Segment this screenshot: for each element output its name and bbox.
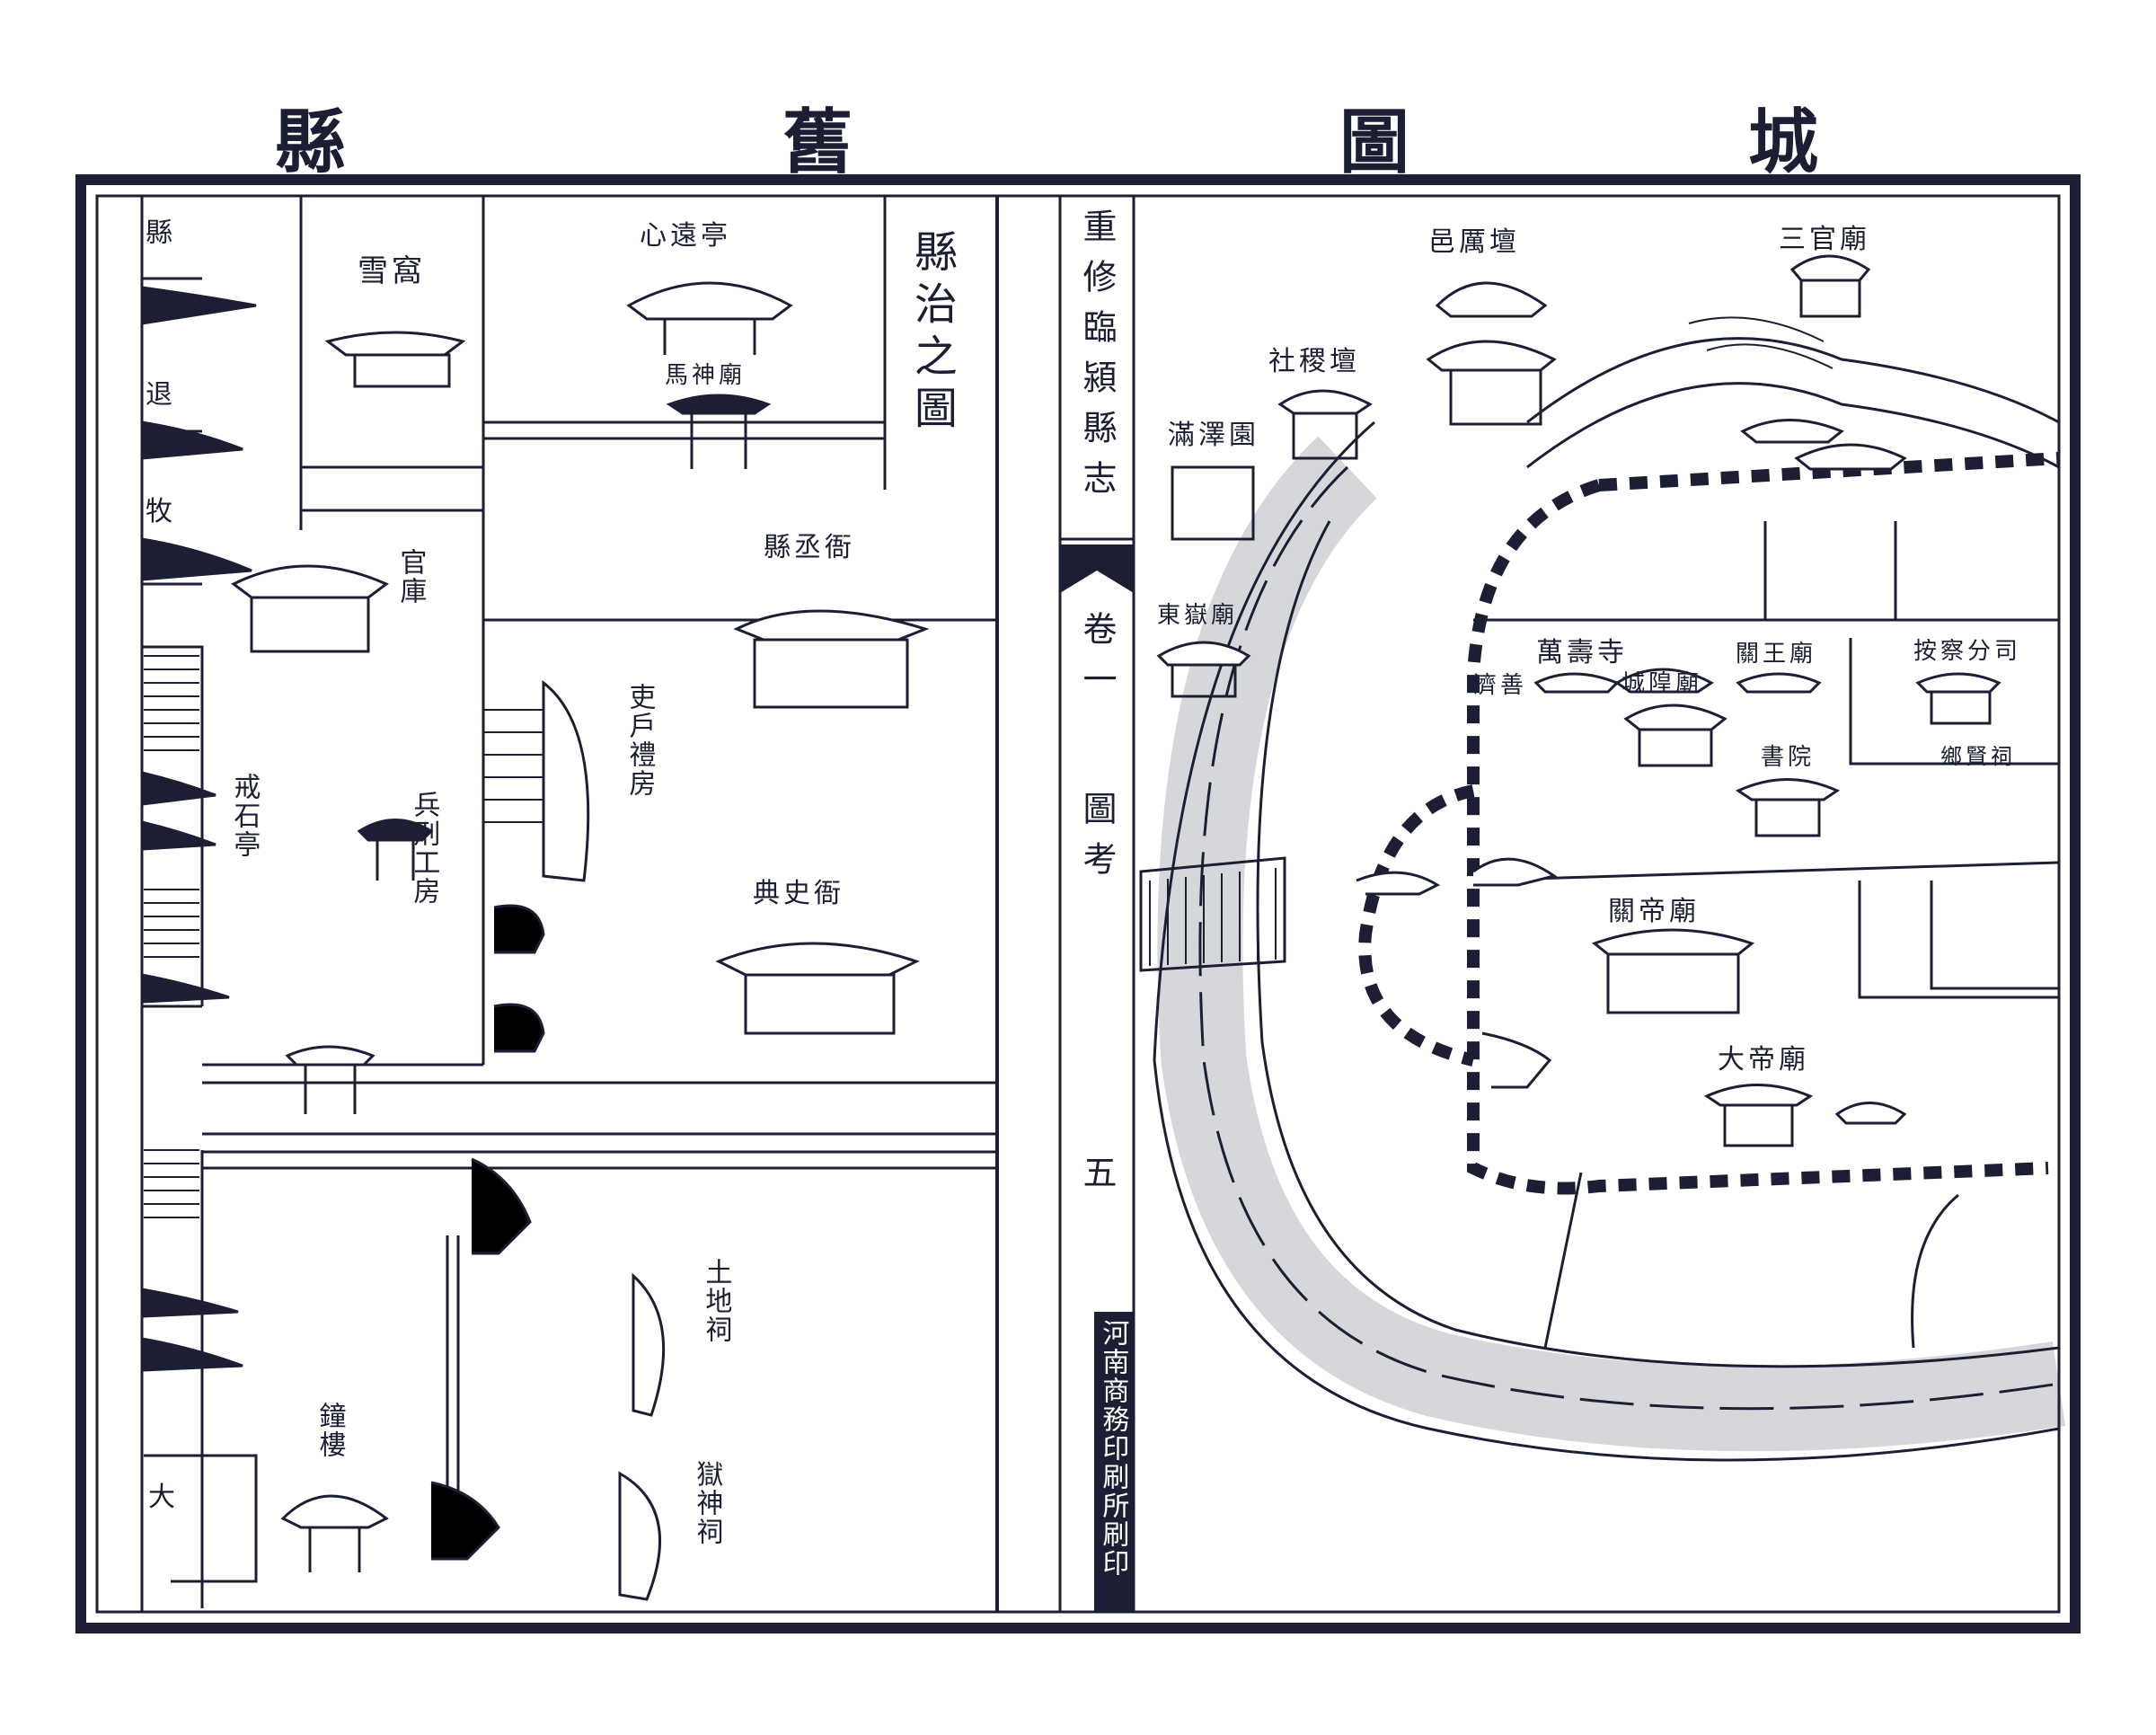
inner-border [95,194,2061,1614]
label-an-cha-si: 按察分司 [1913,638,2022,665]
map-title-char-1: 城 [1747,102,1818,183]
label-li-hu-fang: 吏戶禮房 [623,683,656,798]
label-cheng-huang-miao: 城隍廟 [1621,670,1703,697]
map-title-char-3: 舊 [782,102,853,183]
label-ma-shen-miao: 馬神廟 [665,362,747,389]
label-dian-shi-ya: 典史衙 [753,878,844,909]
fish-tail-mark [1060,544,1134,593]
book-title: 重修臨潁縣志 [1077,208,1118,510]
label-xiang-xian-ci: 鄉賢祠 [1940,744,2016,769]
side-column-char-2: 退 [146,379,176,411]
volume-label: 卷一 [1077,611,1118,712]
label-bing-xing-gong-fang: 兵刑工房 [408,791,440,906]
section-label: 圖考 [1077,791,1118,891]
side-column-char-3: 牧 [146,496,176,527]
label-tu-di-ci: 土地祠 [700,1258,732,1344]
label-man-ze-yuan: 滿澤園 [1168,420,1259,451]
label-xian-cheng-ya: 縣丞衙 [764,532,855,563]
side-column-char-4: 大 [148,1482,179,1513]
label-dong-yue-miao: 東嶽廟 [1157,602,1239,629]
left-panel-plan [140,196,997,1612]
map-title-char-2: 圖 [1339,102,1409,183]
label-da-di-miao: 大帝廟 [1718,1044,1809,1076]
printer-bar [1094,1312,1134,1612]
label-guan-ku: 官庫 [394,548,427,606]
left-buildings [140,281,930,1601]
label-san-guan-miao: 三官廟 [1779,224,1870,255]
outer-border [75,174,2081,1633]
label-zhong-lou: 鐘樓 [314,1402,346,1459]
label-ji-shan: 濟善 [1473,672,1528,699]
label-yu-shen-ci: 獄神祠 [691,1460,723,1546]
printer-imprint: 河南商務印刷所刷印 [1097,1319,1129,1578]
label-guan-wang-miao: 關王廟 [1736,641,1817,668]
label-shu-yuan: 書院 [1761,744,1816,771]
label-xue-wo: 雪窩 [358,253,426,289]
label-wan-shou-si: 萬壽寺 [1536,637,1628,668]
right-panel-plan [1139,254,2066,1462]
label-guan-di-miao: 關帝廟 [1608,896,1700,927]
label-yi-li-tan: 邑厲壇 [1428,226,1520,258]
page-number: 五 [1077,1155,1118,1205]
left-panel-heading: 縣治之圖 [906,229,957,438]
label-she-ji-tan: 社稷壇 [1268,346,1360,377]
map-title-char-4: 縣 [274,102,345,183]
label-jie-shi-ting: 戒石亭 [228,773,261,859]
spine [995,196,1135,1612]
label-xin-yuan-ting: 心遠亭 [640,220,731,252]
side-column-char-1: 縣 [146,217,176,249]
